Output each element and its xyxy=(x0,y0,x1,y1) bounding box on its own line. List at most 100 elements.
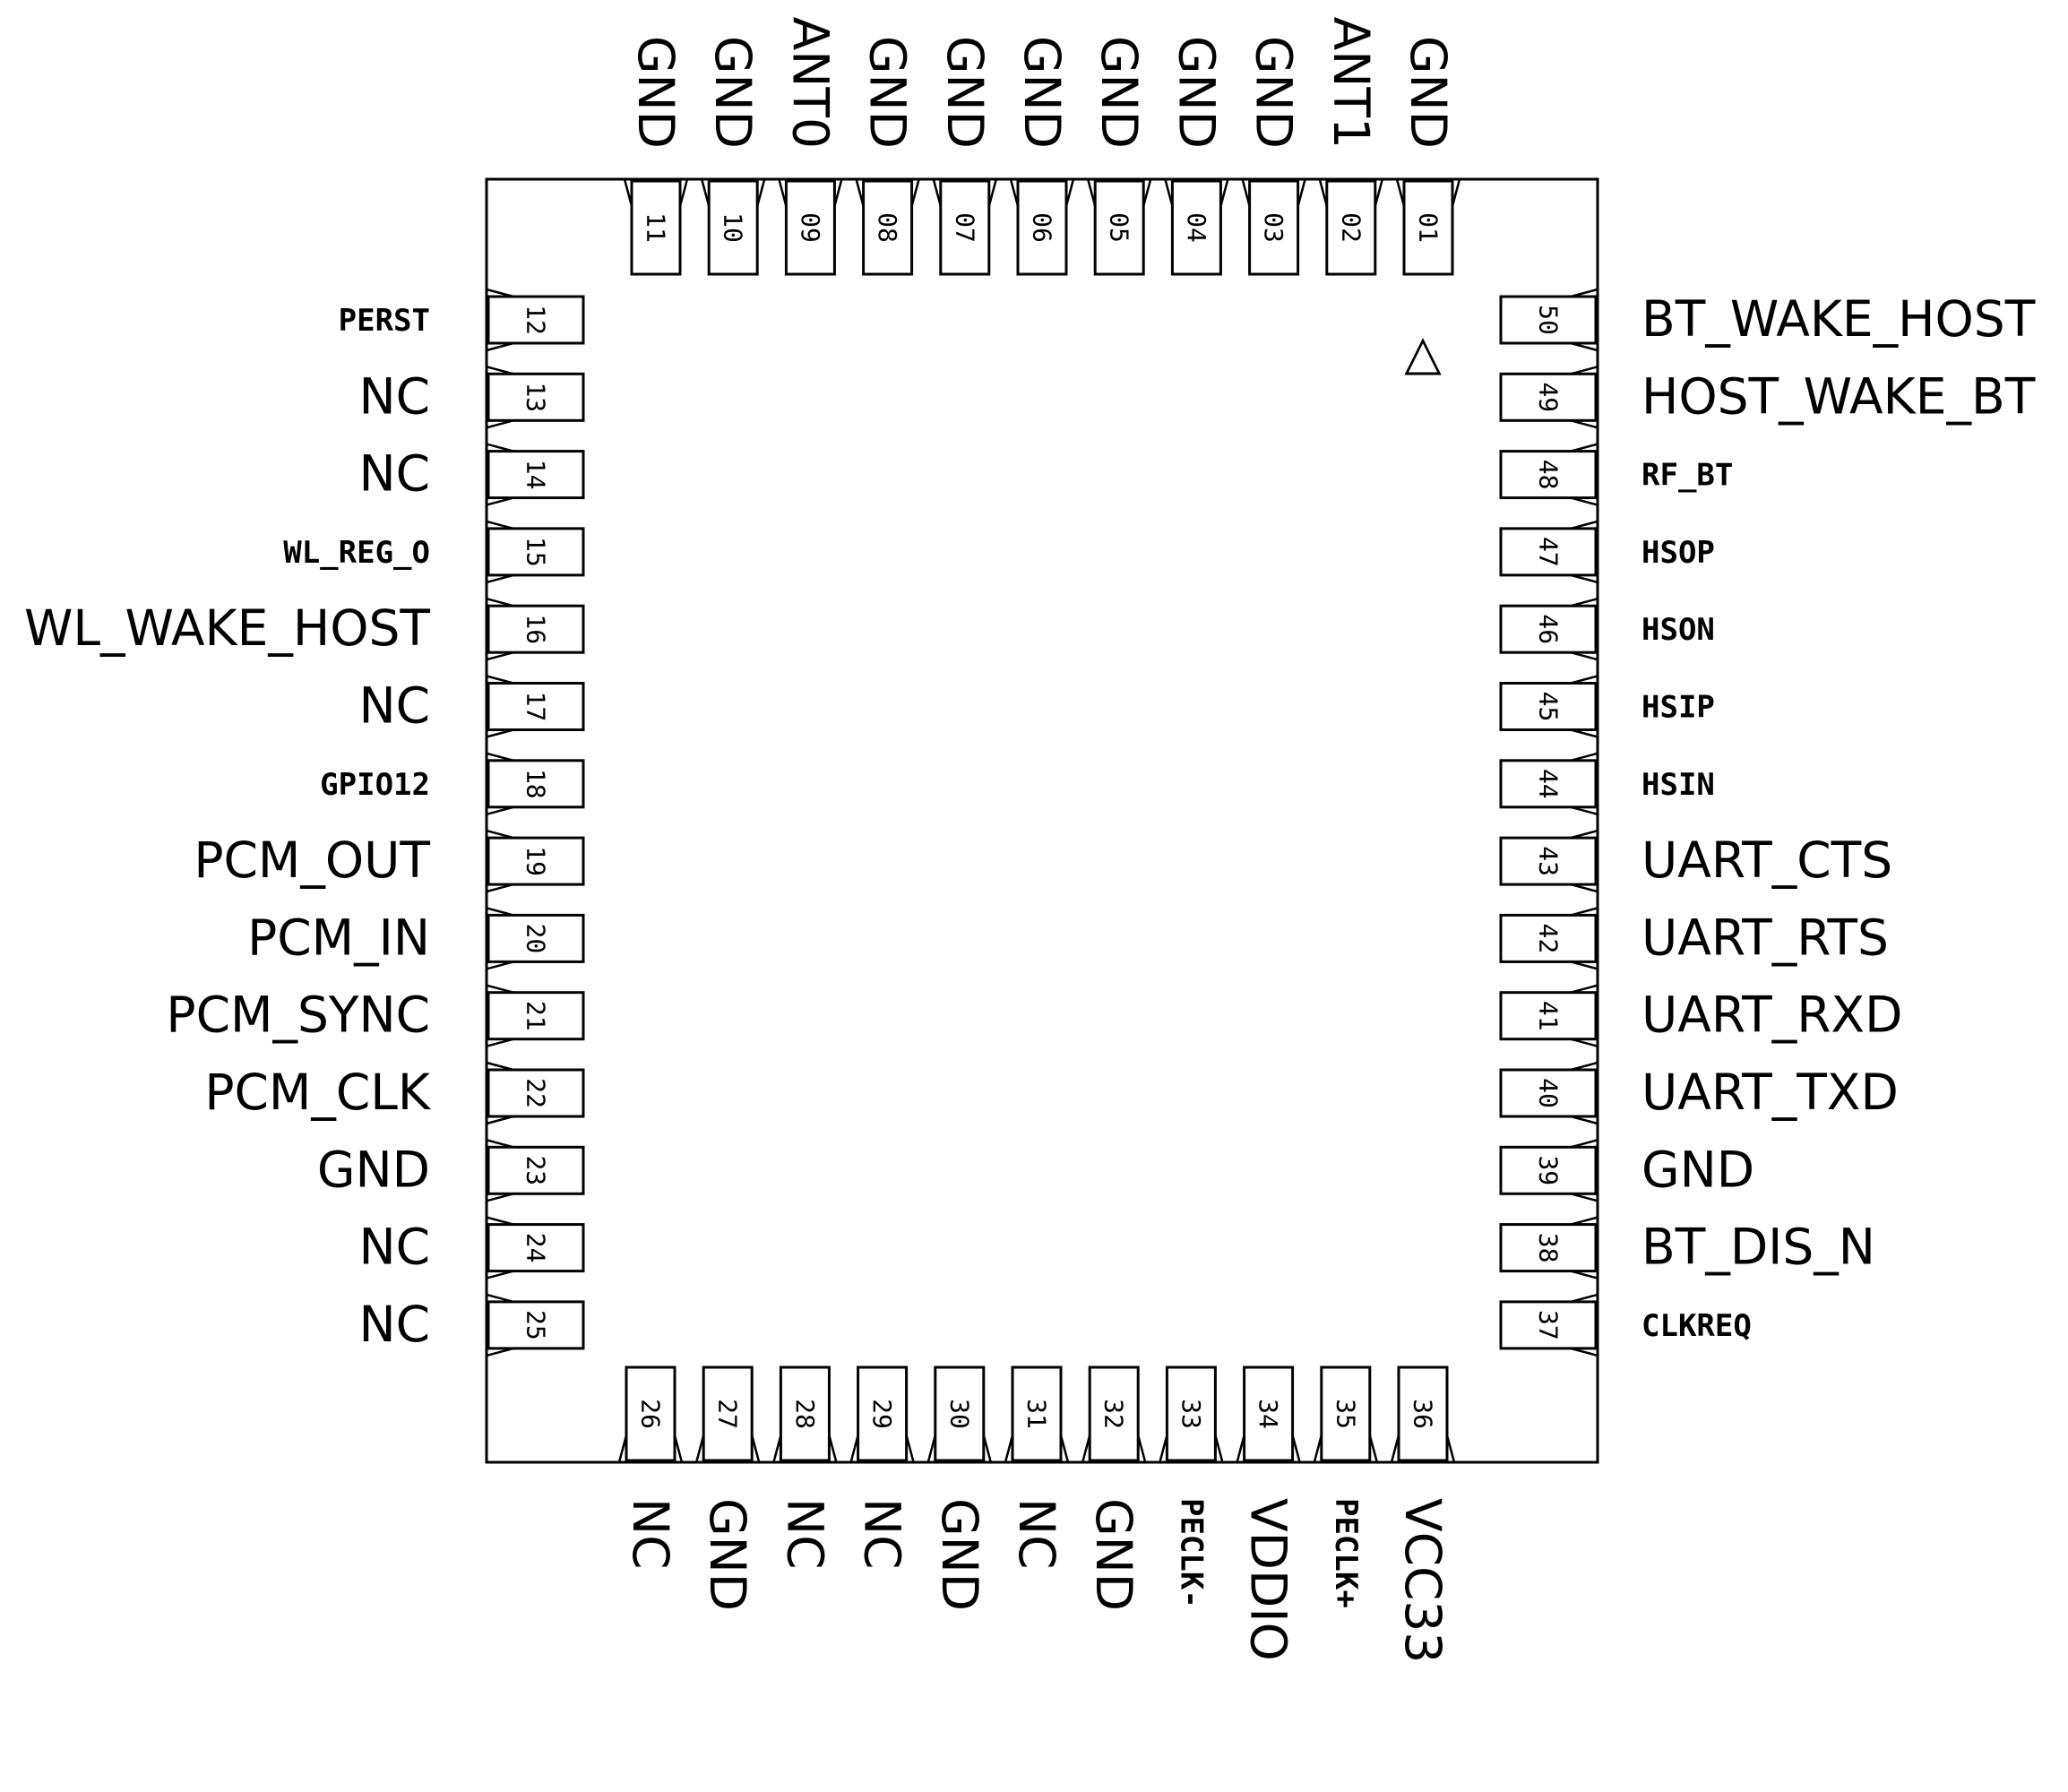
pin-pad xyxy=(862,179,914,276)
pin-notch xyxy=(1395,178,1461,207)
pin-notch xyxy=(486,1061,514,1125)
pin-pad xyxy=(487,913,585,963)
pin-pad xyxy=(939,179,991,276)
pin-pad xyxy=(1243,1366,1295,1462)
pin-notch xyxy=(1318,178,1384,207)
pin-notch xyxy=(486,984,514,1047)
pin-notch xyxy=(1570,1139,1598,1202)
pin-label-20-pcm-in: PCM_IN xyxy=(247,909,430,966)
pin-number-08: 08 xyxy=(873,212,902,243)
pin-pad xyxy=(1499,682,1598,731)
pin-number-05: 05 xyxy=(1105,212,1134,243)
pin-label-42-uart-rts: UART_RTS xyxy=(1641,909,1889,966)
pin-label-35-peclk: PECLK+ xyxy=(1328,1498,1364,1608)
pin-label-17-nc: NC xyxy=(358,677,430,735)
pin-notch xyxy=(486,1139,514,1202)
pin-label-16-wl-wake-host: WL_WAKE_HOST xyxy=(24,599,430,657)
pin-notch xyxy=(1570,907,1598,970)
pin-pad xyxy=(1016,179,1068,276)
pin-pad xyxy=(1499,450,1598,500)
pin-number-40: 40 xyxy=(1534,1078,1564,1108)
pin-number-09: 09 xyxy=(796,212,825,243)
pin-pad xyxy=(702,1366,754,1462)
pin-pad xyxy=(1499,604,1598,654)
pin-number-41: 41 xyxy=(1534,1001,1564,1031)
pin-notch xyxy=(1570,597,1598,661)
pin-pad xyxy=(934,1366,986,1462)
pin-notch xyxy=(486,752,514,816)
pin-pad xyxy=(487,759,585,809)
pin-label-46-hson: HSON xyxy=(1641,612,1715,648)
pin-label-25-nc: NC xyxy=(358,1296,430,1353)
pin-notch xyxy=(1570,675,1598,738)
pin-pad xyxy=(487,1300,585,1350)
pin-label-26-nc: NC xyxy=(622,1498,679,1570)
pin-number-22: 22 xyxy=(521,1078,551,1108)
pin-label-06-gnd: GND xyxy=(1013,36,1071,149)
pin-notch xyxy=(486,907,514,970)
pin-number-26: 26 xyxy=(636,1399,666,1429)
pin-notch xyxy=(486,1216,514,1279)
pin-pad xyxy=(487,682,585,731)
pin-label-02-ant1: ANT1 xyxy=(1323,17,1380,149)
pin-number-27: 27 xyxy=(713,1399,743,1429)
pin-label-39-gnd: GND xyxy=(1641,1141,1754,1198)
pin-label-28-nc: NC xyxy=(776,1498,833,1570)
pin-number-43: 43 xyxy=(1534,846,1564,876)
pin-label-18-gpio12: GPIO12 xyxy=(320,767,430,803)
pin-label-15-wl-reg-o: WL_REG_O xyxy=(283,535,430,571)
pin-notch xyxy=(778,178,843,207)
pin-pad xyxy=(487,527,585,577)
pin-pad xyxy=(1499,836,1598,886)
pin-notch xyxy=(1313,1434,1379,1463)
pin-pad xyxy=(1093,179,1145,276)
pin-pad xyxy=(1499,372,1598,422)
pin-pad xyxy=(487,295,585,345)
pin-notch xyxy=(486,520,514,584)
pin-label-30-gnd: GND xyxy=(931,1498,988,1611)
pin-label-22-pcm-clk: PCM_CLK xyxy=(204,1064,432,1121)
pin-label-47-hsop: HSOP xyxy=(1641,535,1715,571)
pin-label-31-nc: NC xyxy=(1008,1498,1065,1570)
pin-notch xyxy=(1570,829,1598,893)
pin-label-36-vcc33: VCC33 xyxy=(1394,1498,1452,1663)
pin-number-12: 12 xyxy=(521,305,551,335)
pin-notch xyxy=(932,178,998,207)
pin-label-48-rf-bt: RF_BT xyxy=(1641,458,1733,494)
pin-label-21-pcm-sync: PCM_SYNC xyxy=(166,986,430,1044)
pin-number-19: 19 xyxy=(521,846,551,876)
pin-label-19-pcm-out: PCM_OUT xyxy=(194,831,430,889)
pin-pad xyxy=(1499,1145,1598,1195)
pin-number-30: 30 xyxy=(944,1399,974,1429)
pin-number-21: 21 xyxy=(521,1001,551,1031)
pin-label-24-nc: NC xyxy=(358,1219,430,1276)
chip-body xyxy=(485,177,1599,1464)
pin-pad xyxy=(1320,1366,1372,1462)
pin-label-11-gnd: GND xyxy=(627,36,685,149)
pin-number-31: 31 xyxy=(1022,1399,1052,1429)
pin-number-46: 46 xyxy=(1534,614,1564,644)
pin-label-13-nc: NC xyxy=(358,367,430,425)
pin-notch xyxy=(623,178,689,207)
pin-notch xyxy=(1390,1434,1456,1463)
pin-notch xyxy=(486,597,514,661)
pin-notch xyxy=(1004,1434,1070,1463)
pin-notch xyxy=(855,178,920,207)
pin-label-04-gnd: GND xyxy=(1168,36,1225,149)
pin-number-04: 04 xyxy=(1182,212,1211,243)
pin-pad xyxy=(1011,1366,1063,1462)
pin-label-23-gnd: GND xyxy=(317,1141,430,1198)
pin-notch xyxy=(486,366,514,429)
pin-number-45: 45 xyxy=(1534,692,1564,722)
pin-label-37-clkreq: CLKREQ xyxy=(1641,1308,1752,1344)
pin-label-49-host-wake-bt: HOST_WAKE_BT xyxy=(1641,367,2036,425)
pin-pad xyxy=(487,1223,585,1273)
pin-label-10-gnd: GND xyxy=(704,36,762,149)
pin-pad xyxy=(1499,913,1598,963)
pin-number-37: 37 xyxy=(1534,1310,1564,1340)
pin-number-50: 50 xyxy=(1534,305,1564,335)
pin-label-14-nc: NC xyxy=(358,445,430,503)
pin-pad xyxy=(487,991,585,1041)
pin-pad xyxy=(1088,1366,1140,1462)
